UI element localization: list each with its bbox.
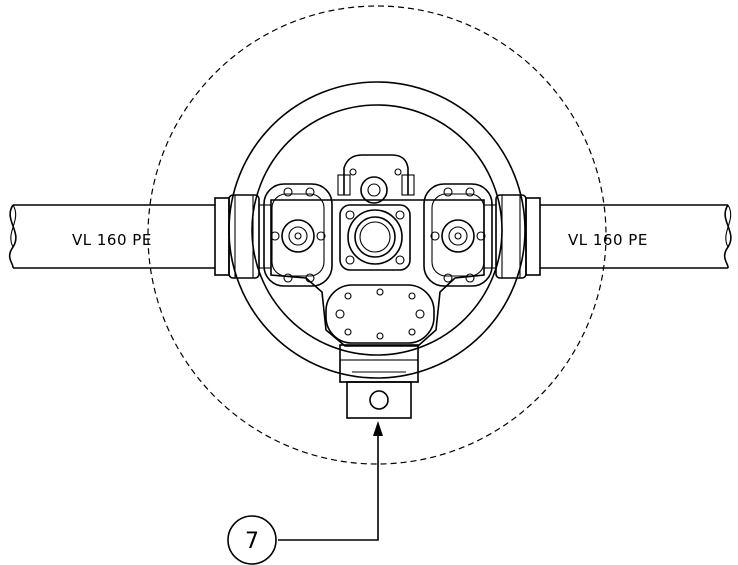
chamber-outer-circle	[228, 81, 526, 379]
pipe-right	[540, 204, 732, 269]
pipe-left-label: VL 160 PE	[72, 231, 152, 249]
pipe-left	[8, 204, 215, 269]
callout-leader	[278, 421, 383, 541]
bottom-flange-plate	[325, 284, 435, 344]
coupling-left	[214, 194, 272, 279]
pipe-right-label: VL 160 PE	[568, 231, 648, 249]
dashed-boundary-circle	[147, 5, 607, 465]
valve-left	[263, 183, 333, 287]
valve-right	[423, 183, 493, 287]
valve-center	[339, 204, 411, 271]
callout-bubble	[227, 515, 277, 565]
callout-number: 7	[245, 529, 259, 554]
bottom-outlet	[339, 344, 419, 419]
top-actuator	[337, 154, 415, 204]
